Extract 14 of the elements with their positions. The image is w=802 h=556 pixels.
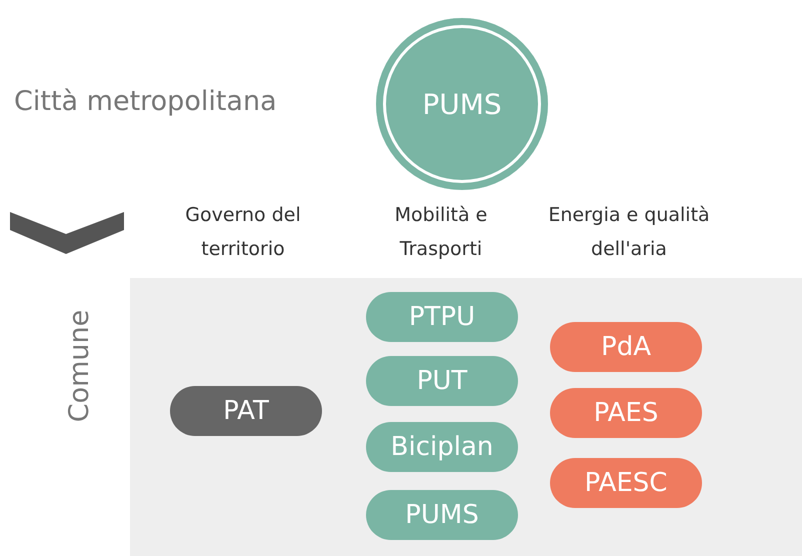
plan-pill: PAESC (550, 458, 702, 508)
plan-pill: PdA (550, 322, 702, 372)
band-heading: Comune (64, 308, 96, 424)
column-header: Energia e qualità dell'aria (547, 203, 711, 262)
plan-pill: PAT (170, 386, 322, 436)
plan-pill: PUT (366, 356, 518, 406)
plan-pill: Biciplan (366, 422, 518, 472)
plan-pill: PUMS (366, 490, 518, 540)
plan-pill: PTPU (366, 292, 518, 342)
row-label: Città metropolitana (14, 85, 278, 119)
column-header: Mobilità e Trasporti (394, 203, 488, 262)
plan-pill: PAES (550, 388, 702, 438)
column-header: Governo del territorio (184, 203, 302, 262)
plan-circle: PUMS (376, 18, 548, 190)
